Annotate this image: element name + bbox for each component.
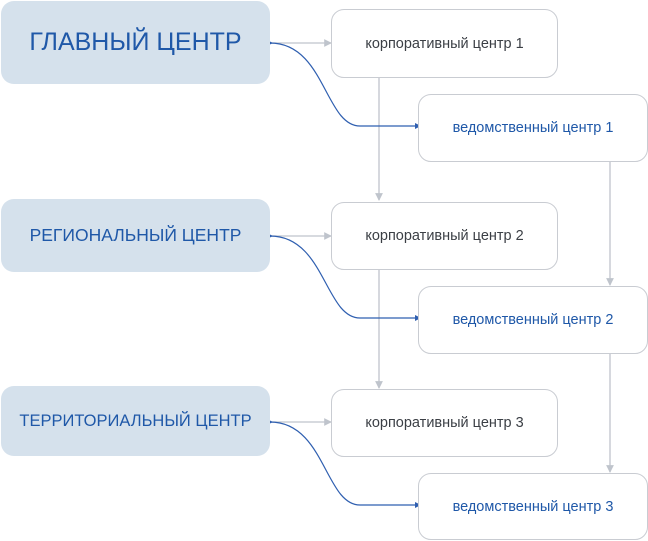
corporate-center-2: корпоративный центр 2 — [331, 202, 558, 270]
departmental-center-1-label: ведомственный центр 1 — [452, 120, 614, 136]
departmental-center-3-label: ведомственный центр 3 — [452, 498, 614, 515]
territorial-to-dept-3 — [266, 418, 421, 508]
corporate-center-1: корпоративный центр 1 — [331, 9, 558, 78]
level-territorial: ТЕРРИТОРИАЛЬНЫЙ ЦЕНТР — [1, 386, 270, 456]
level-regional: РЕГИОНАЛЬНЫЙ ЦЕНТР — [1, 199, 270, 272]
level-main: ГЛАВНЫЙ ЦЕНТР — [1, 1, 270, 84]
corporate-center-3-label: корпоративный центр 3 — [365, 415, 524, 431]
corporate-center-1-label: корпоративный центр 1 — [365, 35, 524, 52]
corporate-center-2-label: корпоративный центр 2 — [365, 228, 524, 244]
corporate-center-3: корпоративный центр 3 — [331, 389, 558, 457]
regional-to-dept-2 — [266, 232, 421, 321]
departmental-center-2: ведомственный центр 2 — [418, 286, 648, 354]
departmental-center-2-label: ведомственный центр 2 — [452, 312, 614, 328]
departmental-center-1: ведомственный центр 1 — [418, 94, 648, 162]
level-main-label: ГЛАВНЫЙ ЦЕНТР — [29, 28, 242, 56]
level-regional-label: РЕГИОНАЛЬНЫЙ ЦЕНТР — [29, 225, 242, 245]
level-territorial-label: ТЕРРИТОРИАЛЬНЫЙ ЦЕНТР — [19, 411, 252, 430]
departmental-center-3: ведомственный центр 3 — [418, 473, 648, 540]
main-to-dept-1 — [266, 39, 421, 129]
